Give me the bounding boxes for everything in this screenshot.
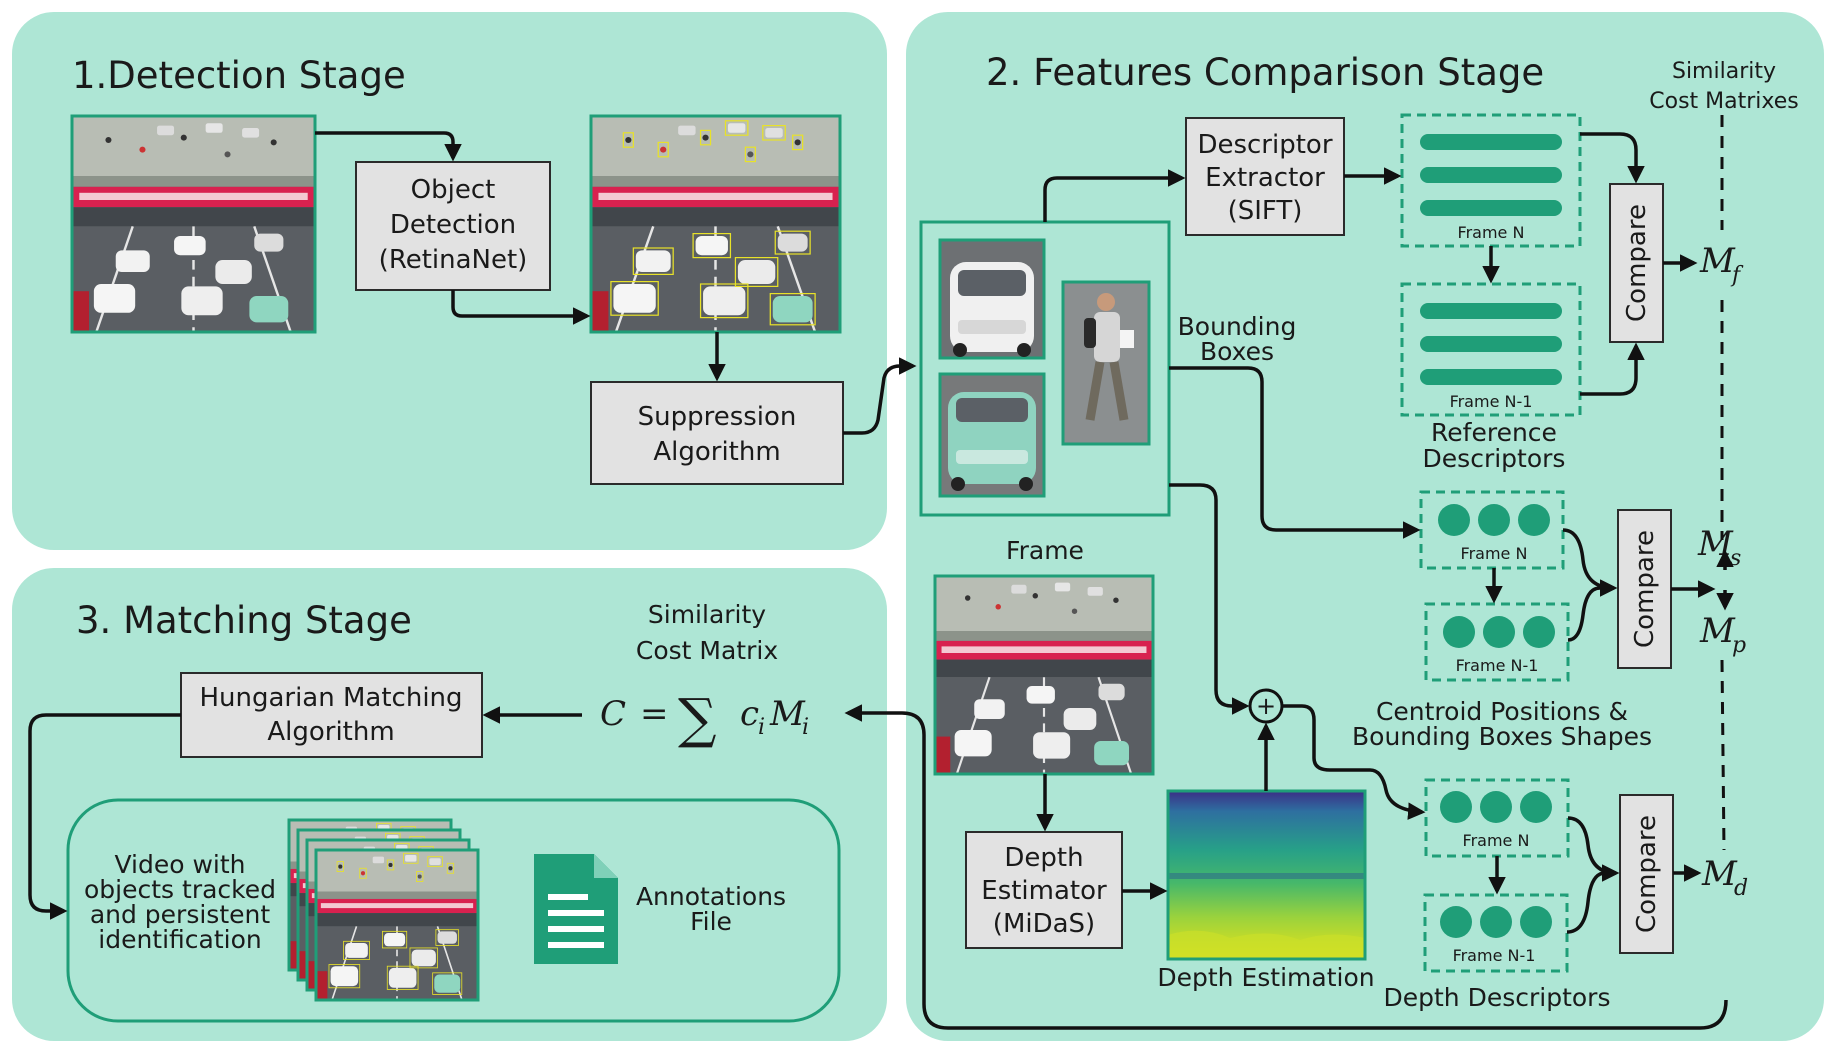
depth-estimator-line3: (MiDaS) xyxy=(993,909,1095,939)
matrix-m-p: M p xyxy=(1699,611,1746,658)
depth-estimator-line2: Estimator xyxy=(981,876,1107,906)
depth-descriptors-label: Depth Descriptors xyxy=(1384,983,1611,1012)
centroid-label-line1: Centroid Positions & xyxy=(1376,697,1628,726)
compare-box-centroid xyxy=(1617,509,1672,669)
car-crop-image xyxy=(938,238,1046,360)
frame-n-label-ref: Frame N xyxy=(1458,223,1525,242)
centroid-descriptor-frame-n-1: Frame N-1 xyxy=(1424,602,1570,682)
object-detection-box xyxy=(355,161,551,291)
reference-descriptor-frame-n-1: Frame N-1 xyxy=(1400,282,1582,417)
compare-label-depth: Compare xyxy=(1632,815,1662,933)
suppression-label-line2: Algorithm xyxy=(653,437,780,467)
annotations-label-line1: Annotations xyxy=(636,882,786,911)
object-detection-label-line1: Object xyxy=(411,175,496,205)
descriptor-extractor-line1: Descriptor xyxy=(1197,130,1332,160)
svg-text:M: M xyxy=(1699,241,1736,281)
object-detection-label-line2: Detection xyxy=(390,210,516,240)
svg-text:M: M xyxy=(1701,854,1738,894)
depth-estimator-line1: Depth xyxy=(1004,843,1083,873)
frame-label: Frame xyxy=(1006,536,1084,565)
output-video-stack xyxy=(287,818,480,1002)
features-stage-title: 2. Features Comparison Stage xyxy=(986,51,1544,94)
svg-text:C: C xyxy=(600,694,626,734)
svg-text:M: M xyxy=(1699,611,1736,651)
compare-label-sift: Compare xyxy=(1622,204,1652,322)
video-label-line2: objects tracked xyxy=(84,875,276,904)
reference-descriptor-frame-n: Frame N xyxy=(1400,113,1582,248)
bounding-boxes-label-line1: Bounding xyxy=(1178,312,1297,341)
frame-image xyxy=(933,574,1155,776)
output-container xyxy=(66,798,841,1023)
input-frame-image xyxy=(70,114,317,334)
reference-descriptors-line1: Reference xyxy=(1431,418,1557,447)
video-label-line4: identification xyxy=(98,925,262,954)
svg-text:p: p xyxy=(1732,633,1746,658)
matrix-m-f: M f xyxy=(1699,241,1744,288)
document-icon xyxy=(534,854,618,964)
frame-n-1-label-ref: Frame N-1 xyxy=(1450,392,1533,411)
svg-text:=: = xyxy=(640,694,669,734)
taxi-crop-image xyxy=(938,372,1046,498)
hungarian-line1: Hungarian Matching xyxy=(199,683,462,713)
similarity-cost-line1: Similarity xyxy=(648,600,766,629)
matrix-m-d: M d xyxy=(1701,854,1748,901)
cost-matrix-formula: C = ∑ c i M i xyxy=(600,687,809,750)
depth-descriptor-frame-n-1: Frame N-1 xyxy=(1423,893,1569,973)
descriptor-extractor-line3: (SIFT) xyxy=(1228,196,1303,226)
depth-estimation-label: Depth Estimation xyxy=(1157,963,1374,992)
depth-descriptor-frame-n: Frame N xyxy=(1424,778,1570,858)
svg-text:d: d xyxy=(1734,876,1748,901)
svg-text:s: s xyxy=(1730,546,1741,571)
svg-text:i: i xyxy=(758,715,765,740)
centroid-label-line2: Bounding Boxes Shapes xyxy=(1352,722,1652,751)
video-label-line1: Video with xyxy=(114,850,245,879)
similarity-cost-line2: Cost Matrix xyxy=(636,636,778,665)
similarity-header-line2: Cost Matrixes xyxy=(1649,89,1799,114)
object-detection-label-line3: (RetinaNet) xyxy=(379,245,528,275)
bounding-boxes-label-line2: Boxes xyxy=(1200,337,1274,366)
detection-frame-image xyxy=(589,114,842,334)
descriptor-extractor-line2: Extractor xyxy=(1205,163,1325,193)
svg-text:c: c xyxy=(740,694,759,734)
hungarian-box xyxy=(180,672,483,758)
pedestrian-crop-image xyxy=(1061,280,1151,446)
svg-text:∑: ∑ xyxy=(678,687,717,750)
svg-text:M: M xyxy=(769,694,806,734)
hungarian-line2: Algorithm xyxy=(267,717,394,747)
svg-text:M: M xyxy=(1697,524,1734,564)
frame-n-1-label-depth: Frame N-1 xyxy=(1453,946,1536,965)
depth-map-image xyxy=(1166,789,1367,961)
svg-text:+: + xyxy=(1256,692,1276,720)
descriptor-extractor-box xyxy=(1185,117,1345,236)
matching-stage-title: 3. Matching Stage xyxy=(76,599,412,642)
similarity-header-line1: Similarity xyxy=(1672,59,1776,84)
suppression-label-line1: Suppression xyxy=(638,402,797,432)
detection-stage-title: 1.Detection Stage xyxy=(72,54,406,97)
frame-n-1-label-centroid: Frame N-1 xyxy=(1456,656,1539,675)
svg-text:i: i xyxy=(802,715,809,740)
suppression-box xyxy=(590,381,844,485)
frame-n-label-centroid: Frame N xyxy=(1461,544,1528,563)
frame-n-label-depth: Frame N xyxy=(1463,831,1530,850)
compare-label-centroid: Compare xyxy=(1630,530,1660,648)
video-label-line3: and persistent xyxy=(90,900,271,929)
plus-circle-icon: + xyxy=(1248,688,1284,724)
reference-descriptors-line2: Descriptors xyxy=(1423,444,1566,473)
depth-estimator-box xyxy=(965,831,1123,949)
annotations-label-line2: File xyxy=(690,907,732,936)
